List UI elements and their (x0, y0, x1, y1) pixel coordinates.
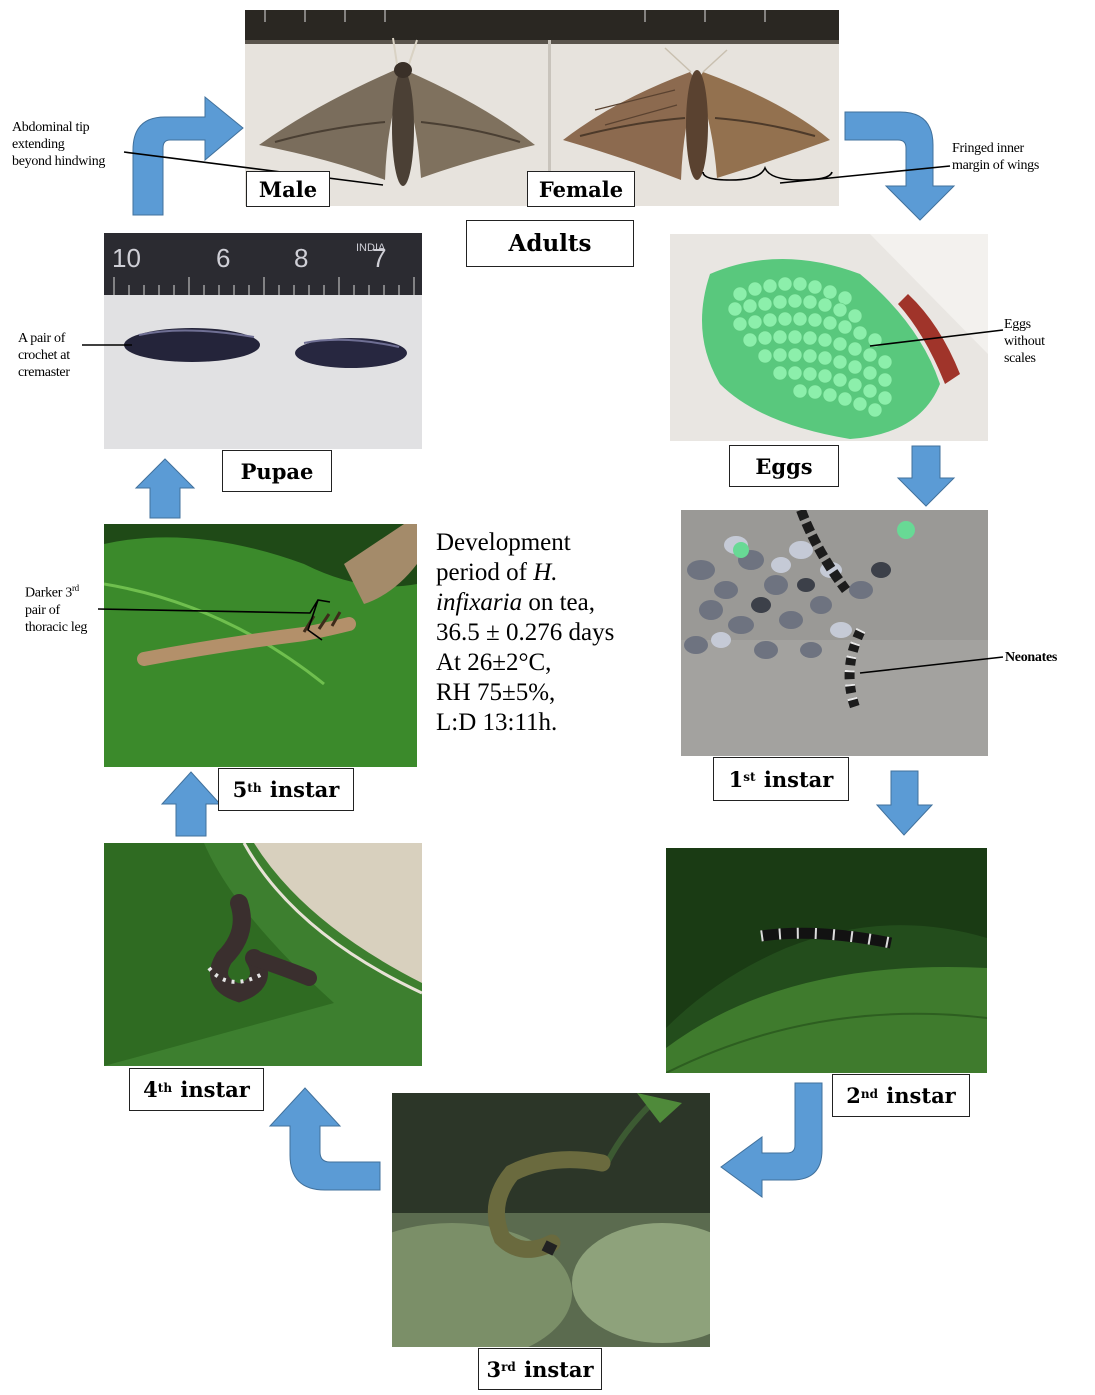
annotation-sup: rd (72, 583, 79, 593)
annotation-fringed-margin: Fringed inner margin of wings (952, 140, 1039, 174)
annotation-eggs-without-scales: Eggs without scales (1004, 316, 1045, 367)
annotation-line: cremaster (18, 364, 70, 381)
pupae-photo: 10 6 8 7 INDIA (104, 233, 422, 449)
annotation-line: Eggs (1004, 316, 1045, 333)
description-line: Development (436, 528, 666, 558)
annotation-line: Fringed inner (952, 140, 1039, 157)
stage-num: 3 (486, 1357, 501, 1382)
stage-rest: instar (757, 767, 834, 792)
arrow-pupae-to-adults (133, 97, 243, 215)
stage-sup: st (743, 770, 755, 784)
first-instar-photo (681, 510, 988, 756)
stage-sup: nd (861, 1087, 878, 1101)
annotation-line: Abdominal tip (12, 119, 105, 136)
development-description: Development period of H. infixaria on te… (436, 528, 666, 738)
annotation-line: margin of wings (952, 157, 1039, 174)
label-adults: Adults (466, 220, 634, 267)
third-instar-photo (392, 1093, 710, 1347)
annotation-text: Darker 3 (25, 586, 72, 601)
description-line: period of H. (436, 558, 666, 588)
label-third-instar: 3rd instar (478, 1348, 602, 1390)
annotation-neonates: Neonates (1005, 649, 1057, 666)
label-male: Male (246, 171, 330, 207)
arrow-adults-to-eggs (845, 112, 954, 220)
label-female: Female (527, 171, 635, 207)
label-first-instar: 1st instar (713, 757, 849, 801)
label-pupae: Pupae (222, 450, 332, 492)
arrow-4th-to-5th (162, 772, 220, 836)
annotation-abdominal-tip: Abdominal tip extending beyond hindwing (12, 119, 105, 170)
annotation-line: extending (12, 136, 105, 153)
ruler-number: 10 (112, 243, 141, 273)
description-text: period of (436, 559, 533, 586)
label-fifth-instar: 5th instar (218, 768, 354, 811)
second-instar-photo (666, 848, 987, 1073)
ruler-brand: INDIA (356, 242, 386, 254)
stage-rest: instar (879, 1083, 956, 1108)
arrow-1st-to-2nd (877, 771, 932, 835)
stage-sup: rd (501, 1360, 516, 1374)
label-second-instar: 2nd instar (832, 1074, 970, 1117)
label-fourth-instar: 4th instar (129, 1068, 264, 1111)
description-line: infixaria on tea, (436, 588, 666, 618)
annotation-thoracic-leg: Darker 3rd pair of thoracic leg (25, 580, 87, 636)
arrow-5th-to-pupae (136, 459, 194, 518)
ruler-number: 8 (294, 243, 308, 273)
annotation-line: pair of (25, 602, 87, 619)
stage-rest: instar (173, 1077, 250, 1102)
stage-sup: th (247, 781, 261, 795)
species-name: infixaria (436, 589, 522, 616)
description-line: RH 75±5%, (436, 678, 666, 708)
description-text: on tea, (522, 589, 595, 616)
description-line: 36.5 ± 0.276 days (436, 618, 666, 648)
annotation-line: scales (1004, 350, 1045, 367)
annotation-line: without (1004, 333, 1045, 350)
arrow-eggs-to-1st (898, 446, 954, 506)
label-eggs: Eggs (729, 445, 839, 487)
annotation-line: thoracic leg (25, 619, 87, 636)
ruler-number: 6 (216, 243, 230, 273)
stage-rest: instar (263, 777, 340, 802)
annotation-line: Darker 3rd (25, 580, 87, 602)
fifth-instar-photo (104, 524, 417, 767)
arrow-2nd-to-3rd (721, 1083, 822, 1197)
species-genus: H. (533, 559, 557, 586)
annotation-line: crochet at (18, 347, 70, 364)
arrow-3rd-to-4th (270, 1088, 380, 1190)
stage-num: 2 (846, 1083, 861, 1108)
eggs-photo (670, 234, 988, 441)
annotation-line: A pair of (18, 330, 70, 347)
description-line: At 26±2°C, (436, 648, 666, 678)
fourth-instar-photo (104, 843, 422, 1066)
annotation-crochet: A pair of crochet at cremaster (18, 330, 70, 381)
annotation-line: beyond hindwing (12, 153, 105, 170)
stage-num: 5 (233, 777, 248, 802)
stage-sup: th (158, 1081, 172, 1095)
stage-num: 1 (729, 767, 744, 792)
stage-num: 4 (143, 1077, 158, 1102)
stage-rest: instar (517, 1357, 594, 1382)
description-line: L:D 13:11h. (436, 708, 666, 738)
